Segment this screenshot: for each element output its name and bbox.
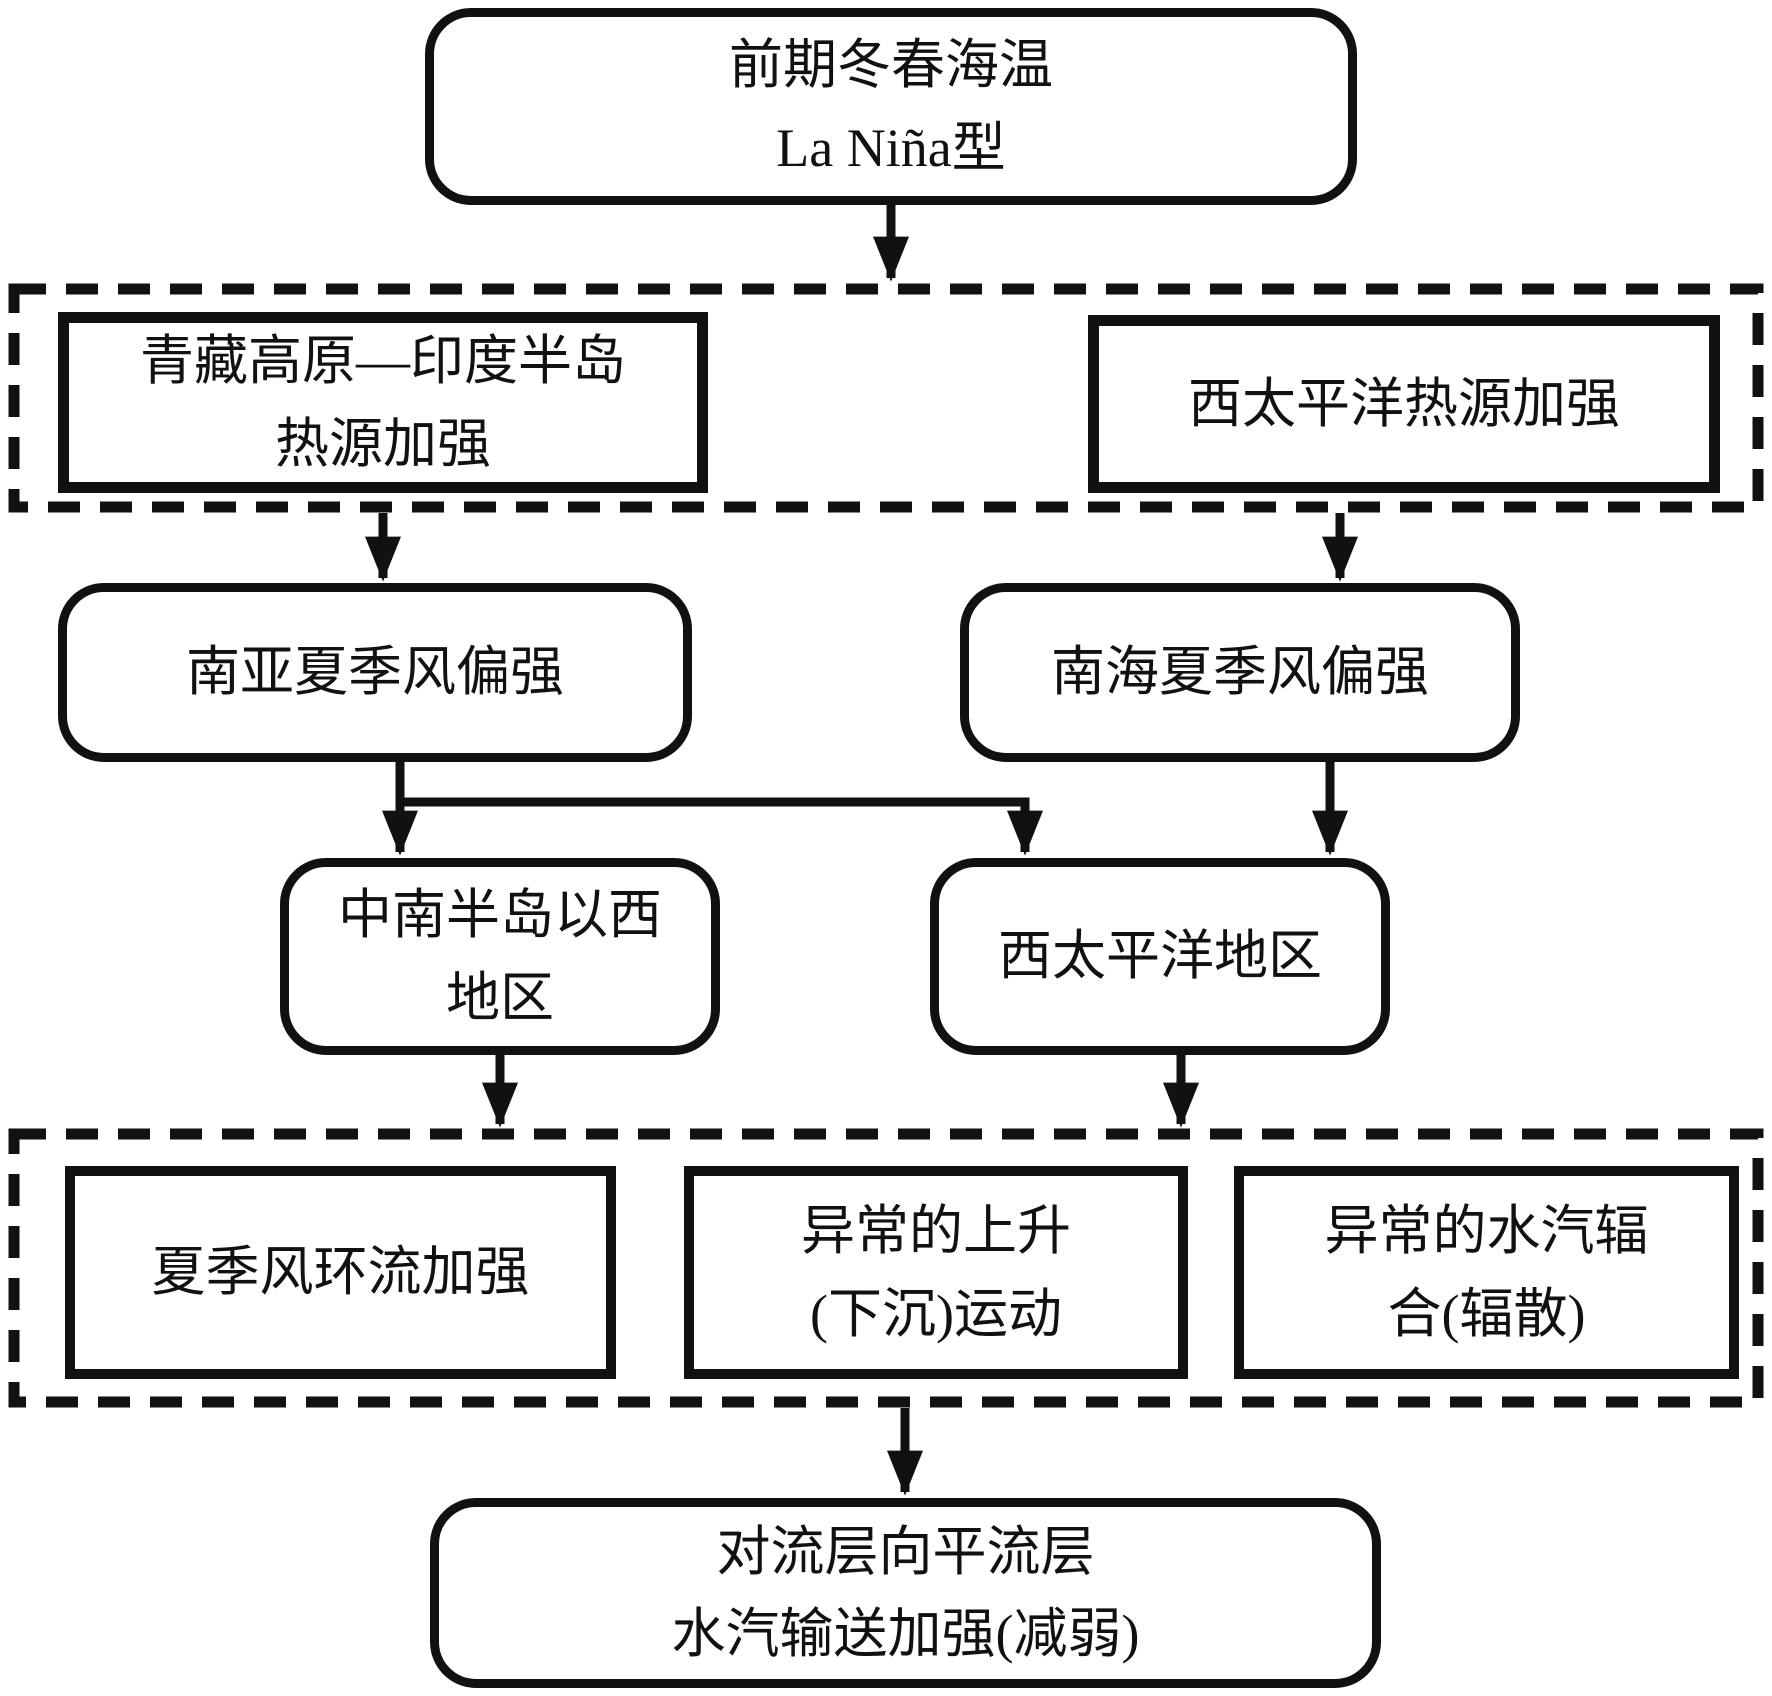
node-line: 地区 [446, 967, 554, 1028]
node-line: 对流层向平流层 [716, 1521, 1095, 1582]
node-line: (下沉)运动 [810, 1283, 1062, 1344]
node-line: 合(辐散) [1387, 1283, 1586, 1344]
node-line: 南亚夏季风偏强 [186, 642, 564, 703]
node-tibetan-plateau-heat: 青藏高原—印度半岛 热源加强 [58, 312, 708, 493]
arrow-sasia-to-wpregion [395, 762, 1043, 856]
node-west-of-indochina-region: 中南半岛以西 地区 [280, 858, 720, 1055]
node-troposphere-stratosphere-transport: 对流层向平流层 水汽输送加强(减弱) [430, 1498, 1381, 1688]
node-line: 青藏高原—印度半岛 [140, 331, 626, 392]
node-line: 热源加强 [275, 413, 491, 474]
node-line: 夏季风环流加强 [151, 1242, 530, 1303]
node-line: 西太平洋地区 [998, 926, 1322, 987]
node-south-china-sea-monsoon: 南海夏季风偏强 [960, 583, 1520, 762]
node-west-pacific-heat: 西太平洋热源加强 [1088, 315, 1720, 493]
node-line: 异常的水汽辐 [1324, 1201, 1649, 1262]
node-line: La Niña型 [776, 117, 1006, 178]
node-line: 水汽输送加强(减弱) [671, 1604, 1140, 1664]
node-line: 西太平洋热源加强 [1188, 373, 1620, 434]
node-line: 南海夏季风偏强 [1051, 642, 1429, 703]
node-anomalous-moisture-flux: 异常的水汽辐 合(辐散) [1234, 1166, 1739, 1379]
heat-source-group-border [8, 283, 1764, 513]
node-line: 中南半岛以西 [338, 885, 662, 946]
node-south-asia-monsoon: 南亚夏季风偏强 [58, 583, 692, 762]
node-winter-spring-sst: 前期冬春海温 La Niña型 [425, 8, 1357, 205]
node-line: 前期冬春海温 [729, 35, 1053, 96]
node-line: 异常的上升 [801, 1201, 1071, 1262]
response-group-border [8, 1128, 1764, 1408]
node-anomalous-vertical-motion: 异常的上升 (下沉)运动 [684, 1166, 1188, 1379]
node-west-pacific-region: 西太平洋地区 [930, 858, 1390, 1055]
node-monsoon-circulation: 夏季风环流加强 [65, 1166, 616, 1379]
